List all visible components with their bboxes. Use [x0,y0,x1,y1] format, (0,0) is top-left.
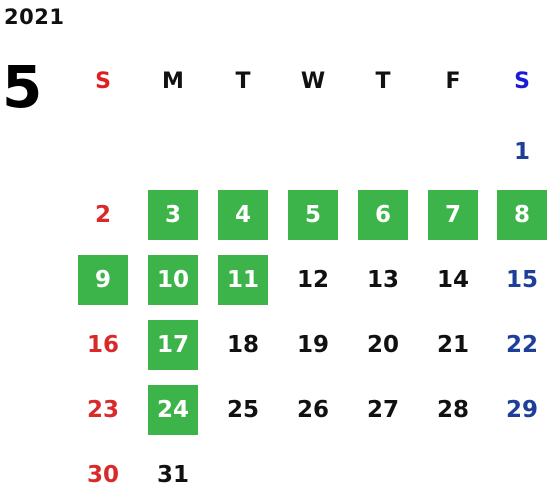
calendar-day-4[interactable]: 4 [218,190,268,240]
calendar-day-14[interactable]: 14 [436,267,469,293]
calendar-day-29[interactable]: 29 [505,397,538,423]
calendar-day-1[interactable]: 1 [513,139,530,165]
calendar-day-18[interactable]: 18 [226,332,259,358]
calendar-day-6[interactable]: 6 [358,190,408,240]
weekday-header-friday: F [445,69,461,94]
calendar-day-17[interactable]: 17 [148,320,198,370]
calendar-day-25[interactable]: 25 [226,397,259,423]
calendar-day-16[interactable]: 16 [86,332,119,358]
weekday-header-tuesday: T [235,69,251,94]
calendar-day-23[interactable]: 23 [86,397,119,423]
weekday-header-wednesday: W [300,69,326,94]
calendar-day-10[interactable]: 10 [148,255,198,305]
calendar-day-21[interactable]: 21 [436,332,469,358]
calendar-day-19[interactable]: 19 [296,332,329,358]
weekday-header-sunday: S [95,69,111,94]
calendar-day-13[interactable]: 13 [366,267,399,293]
calendar-day-12[interactable]: 12 [296,267,329,293]
weekday-header-saturday: S [514,69,530,94]
month-number: 5 [2,53,43,121]
calendar-day-3[interactable]: 3 [148,190,198,240]
calendar-day-11[interactable]: 11 [218,255,268,305]
calendar-day-15[interactable]: 15 [505,267,538,293]
calendar-day-30[interactable]: 30 [86,462,119,488]
calendar-day-28[interactable]: 28 [436,397,469,423]
calendar-day-8[interactable]: 8 [497,190,547,240]
calendar-day-5[interactable]: 5 [288,190,338,240]
calendar-day-22[interactable]: 22 [505,332,538,358]
calendar-day-2[interactable]: 2 [94,202,111,228]
calendar-day-27[interactable]: 27 [366,397,399,423]
calendar-day-9[interactable]: 9 [78,255,128,305]
year-label: 2021 [4,5,65,29]
weekday-header-thursday: T [375,69,391,94]
weekday-header-monday: M [162,69,184,94]
calendar-day-24[interactable]: 24 [148,385,198,435]
calendar-day-20[interactable]: 20 [366,332,399,358]
calendar-day-26[interactable]: 26 [296,397,329,423]
calendar-day-31[interactable]: 31 [156,462,189,488]
calendar-day-7[interactable]: 7 [428,190,478,240]
